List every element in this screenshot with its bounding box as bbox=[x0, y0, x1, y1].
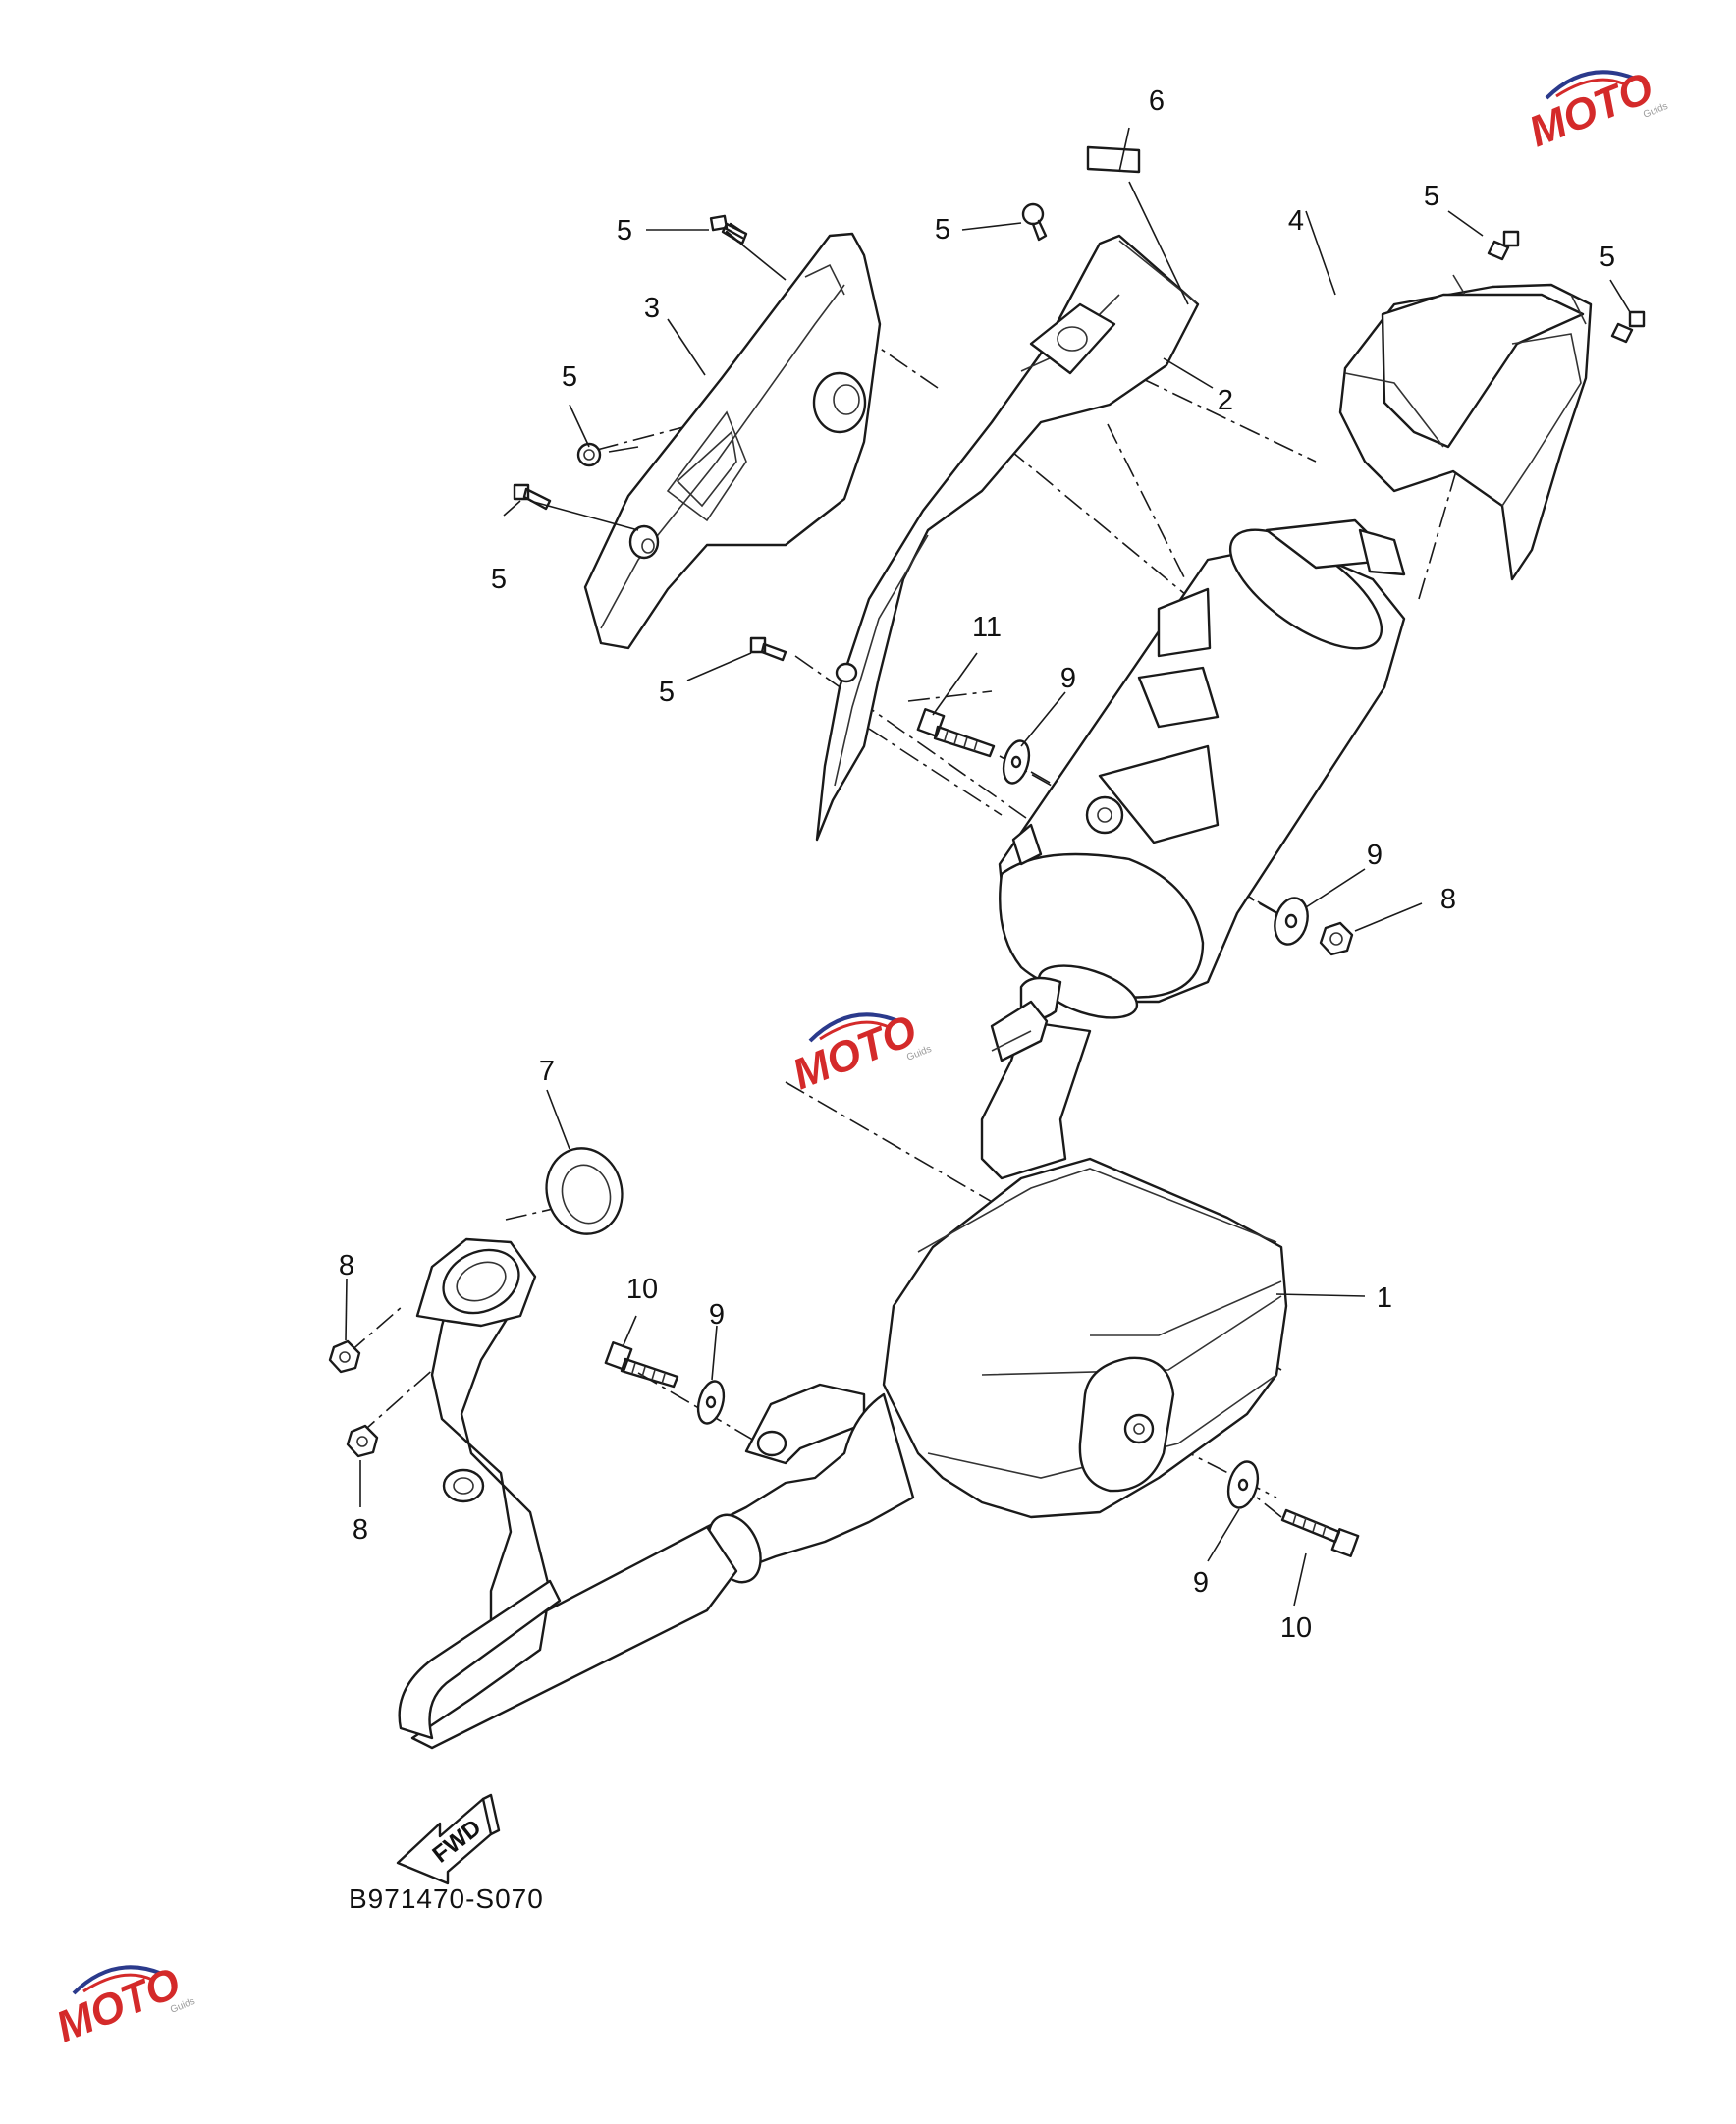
callout-5: 5 bbox=[491, 564, 507, 595]
watermark-logo-center: MOTO Guids bbox=[786, 1007, 933, 1100]
muffler-lower-box bbox=[705, 1157, 1288, 1584]
bolt-5-b bbox=[1021, 202, 1048, 242]
nut-8-c bbox=[346, 1424, 379, 1458]
washer-9-c bbox=[696, 1380, 726, 1425]
callout-5: 5 bbox=[1424, 181, 1439, 212]
muffler-upper-body bbox=[998, 518, 1406, 1020]
bolt-11 bbox=[916, 708, 996, 758]
washer-9-a bbox=[1002, 739, 1031, 785]
callout-10: 10 bbox=[1280, 1612, 1312, 1644]
callout-7: 7 bbox=[539, 1056, 555, 1087]
bolt-5-d bbox=[513, 483, 552, 511]
callout-6: 6 bbox=[1149, 85, 1165, 117]
callout-labels: 1 2 3 4 5 5 5 5 5 5 5 6 7 8 8 8 9 9 9 9 … bbox=[339, 85, 1615, 1644]
callout-5: 5 bbox=[1600, 242, 1615, 273]
callout-5: 5 bbox=[935, 214, 950, 245]
bolt-5-e bbox=[749, 636, 787, 662]
callout-11: 11 bbox=[972, 612, 1002, 643]
washer-9-d bbox=[1226, 1460, 1260, 1509]
bolt-10-a bbox=[604, 1341, 679, 1389]
callout-9: 9 bbox=[1193, 1567, 1209, 1599]
callout-9: 9 bbox=[1060, 663, 1076, 694]
callout-2: 2 bbox=[1218, 385, 1233, 416]
bolt-5-a bbox=[709, 214, 748, 245]
callout-8: 8 bbox=[1440, 884, 1456, 915]
nut-8-a bbox=[1319, 921, 1354, 956]
callout-9: 9 bbox=[709, 1299, 725, 1331]
callout-8: 8 bbox=[339, 1250, 354, 1281]
bolt-10-b bbox=[1280, 1508, 1360, 1557]
heat-shield-center bbox=[815, 234, 1200, 842]
callout-1: 1 bbox=[1377, 1282, 1392, 1314]
leader-lines bbox=[345, 127, 1631, 1607]
watermark-logo-top-right: MOTO Guids bbox=[1522, 64, 1669, 157]
end-cap-guard bbox=[1338, 274, 1593, 581]
bolt-5-c bbox=[576, 442, 602, 467]
header-pipe bbox=[398, 1237, 738, 1750]
callout-5: 5 bbox=[617, 215, 632, 246]
watermark-logo-bottom-left: MOTO Guids bbox=[49, 1959, 196, 2052]
callout-5: 5 bbox=[659, 677, 675, 708]
connector-pipe bbox=[980, 1000, 1092, 1180]
callout-10: 10 bbox=[626, 1274, 658, 1305]
washer-9-b bbox=[1274, 897, 1309, 946]
nut-8-b bbox=[328, 1339, 361, 1374]
bolt-5-g bbox=[1610, 310, 1646, 344]
callout-3: 3 bbox=[644, 293, 660, 324]
callout-8: 8 bbox=[353, 1514, 368, 1546]
callout-5: 5 bbox=[562, 361, 577, 393]
callout-4: 4 bbox=[1288, 205, 1304, 237]
gasket bbox=[545, 1147, 624, 1235]
svg-text:MOTO: MOTO bbox=[786, 1007, 923, 1100]
forward-direction-arrow: FWD bbox=[396, 1793, 501, 1885]
svg-text:MOTO: MOTO bbox=[1522, 64, 1659, 157]
svg-text:MOTO: MOTO bbox=[49, 1959, 187, 2052]
callout-9: 9 bbox=[1367, 840, 1383, 871]
part-6-pad bbox=[1086, 145, 1141, 174]
heat-shield-left bbox=[583, 232, 882, 650]
drawing-code: B971470-S070 bbox=[349, 1883, 544, 1914]
bolt-5-f bbox=[1487, 230, 1520, 261]
